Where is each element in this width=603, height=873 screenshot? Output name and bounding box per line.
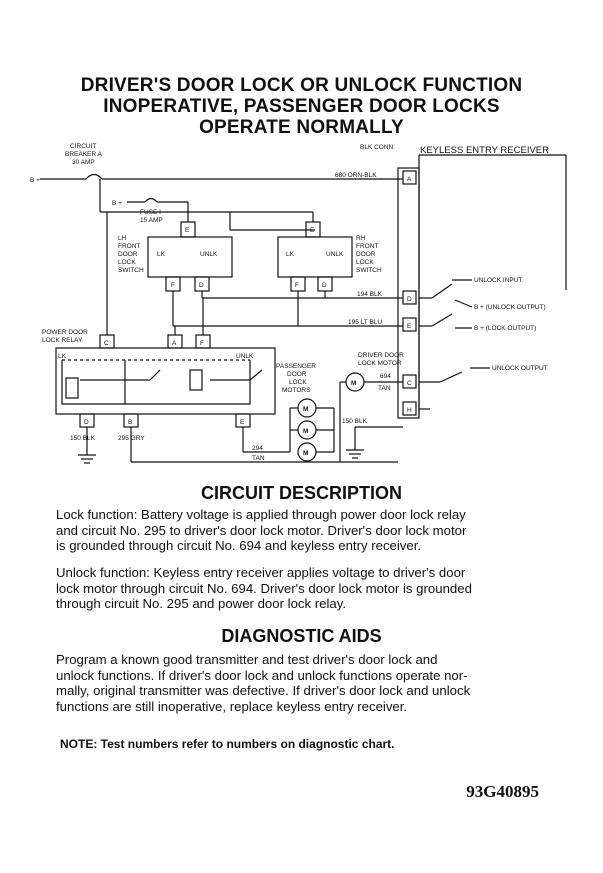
diagnostic-aids-line-3: mally, original transmitter was defectiv…: [56, 683, 471, 699]
rh-switch-label-4: LOCK: [356, 259, 374, 266]
relay-unlk-label: UNLK: [236, 353, 254, 360]
diagnostic-aids-line-2: unlock functions. If driver's door lock …: [56, 667, 468, 683]
pin-d-lh: D: [199, 282, 204, 289]
pin-f-relay: F: [200, 340, 204, 347]
lock-output-b-label: B + (LOCK OUTPUT): [474, 325, 536, 332]
unlock-function-text: Unlock function: Keyless entry receiver …: [56, 565, 534, 612]
rh-switch-label-1: RH: [356, 235, 366, 242]
diagnostic-aids-line-4: functions are still inoperative, replace…: [56, 698, 408, 714]
figure-id: 93G40895: [466, 782, 539, 801]
wire-694-tan-label: TAN: [378, 385, 391, 392]
driver-motor-m: M: [351, 380, 356, 387]
title-line-2: INOPERATIVE, PASSENGER DOOR LOCKS: [103, 96, 500, 117]
pin-c-receiver: C: [407, 380, 412, 387]
pin-c-relay: C: [104, 340, 109, 347]
wire-680-label: 680 ORN-BLK: [335, 172, 377, 179]
passenger-motor-m-2: M: [303, 428, 308, 435]
passenger-motors-label-2: DOOR: [287, 371, 307, 378]
pin-f-rh: F: [295, 282, 299, 289]
pin-e-lh: E: [185, 227, 190, 234]
pin-e-receiver: E: [407, 323, 412, 330]
pin-f-lh: F: [171, 282, 175, 289]
wire-195-label: 195 LT BLU: [348, 319, 382, 326]
rh-switch-label-3: DOOR: [356, 251, 376, 258]
wire-194-label: 194 BLK: [357, 291, 383, 298]
unlock-output-b-label: B + (UNLOCK OUTPUT): [474, 304, 546, 311]
passenger-motors-label-1: PASSENGER: [276, 363, 316, 370]
relay-label-1: POWER DOOR: [42, 329, 88, 336]
fuse-label-2: 15 AMP: [140, 217, 163, 224]
circuit-breaker-label-3: 30 AMP: [72, 159, 95, 166]
pin-d-receiver: D: [407, 296, 412, 303]
relay-lk-label: LK: [58, 353, 67, 360]
unlock-function-line-3: through circuit No. 295 and power door l…: [56, 596, 347, 612]
pin-e-relay: E: [240, 419, 245, 426]
wire-150-right-label: 150 BLK: [342, 418, 368, 425]
pin-e-rh: E: [310, 227, 315, 234]
unlock-function-line-1: Unlock function: Keyless entry receiver …: [56, 565, 466, 580]
passenger-motors-label-3: LOCK: [289, 379, 307, 386]
diagnostic-aids-line-1: Program a known good transmitter and tes…: [56, 652, 438, 667]
lh-switch-label-4: LOCK: [118, 259, 136, 266]
unlock-output-label: UNLOCK OUTPUT: [492, 365, 548, 372]
lock-function-text: Lock function: Battery voltage is applie…: [56, 507, 534, 554]
rh-unlk-label: UNLK: [326, 251, 344, 258]
lh-switch-label-1: LH: [118, 235, 127, 242]
lock-function-line-2: and circuit No. 295 to driver's door loc…: [56, 522, 467, 538]
relay-label-2: LOCK RELAY: [42, 337, 83, 344]
lh-switch-label-3: DOOR: [118, 251, 138, 258]
diagnostic-aids-heading: DIAGNOSTIC AIDS: [221, 626, 382, 646]
circuit-breaker-label-2: BREAKER A: [65, 151, 103, 158]
rh-switch-label-5: SWITCH: [356, 267, 382, 274]
circuit-breaker-label-1: CIRCUIT: [70, 143, 96, 150]
passenger-motor-m-1: M: [303, 406, 308, 413]
lh-switch-label-2: FRONT: [118, 243, 140, 250]
rh-switch-label-2: FRONT: [356, 243, 378, 250]
lh-lk-label: LK: [157, 251, 166, 258]
pin-a-relay: A: [172, 340, 177, 347]
unlock-input-label: UNLOCK INPUT: [474, 277, 522, 284]
wire-150-bottom-label: 150 BLK: [70, 435, 96, 442]
lh-unlk-label: UNLK: [200, 251, 218, 258]
diagnostic-aids-text: Program a known good transmitter and tes…: [56, 652, 534, 714]
title-line-1: DRIVER'S DOOR LOCK OR UNLOCK FUNCTION: [80, 75, 523, 96]
note-text: NOTE: Test numbers refer to numbers on d…: [60, 737, 395, 751]
passenger-motors-label-4: MOTORS: [282, 387, 311, 394]
wiring-diagram: BLK CONN KEYLESS ENTRY RECEIVER CIRCUIT …: [30, 143, 567, 464]
blk-conn-label: BLK CONN: [360, 144, 394, 151]
pin-h-receiver: H: [407, 407, 412, 414]
passenger-motor-m-3: M: [303, 450, 308, 457]
circuit-description-heading: CIRCUIT DESCRIPTION: [200, 483, 402, 503]
driver-motor-label-2: LOCK MOTOR: [358, 360, 402, 367]
wire-694-label: 694: [380, 373, 391, 380]
pin-d-relay: D: [84, 419, 89, 426]
lock-function-line-1: Lock function: Battery voltage is applie…: [56, 507, 466, 522]
title-line-3: OPERATE NORMALLY: [199, 117, 404, 138]
pin-d-rh: D: [322, 282, 327, 289]
lh-switch-label-5: SWITCH: [118, 267, 144, 274]
wire-294-label: 294: [252, 445, 263, 452]
b-plus-fuse-label: B +: [112, 200, 122, 207]
driver-motor-label-1: DRIVER DOOR: [358, 352, 404, 359]
wire-294-tan-label: TAN: [252, 455, 265, 462]
keyless-entry-receiver-label: KEYLESS ENTRY RECEIVER: [420, 145, 549, 156]
pin-b-relay: B: [128, 419, 132, 426]
b-plus-main-label: B +: [30, 177, 40, 184]
pin-a-receiver: A: [407, 176, 412, 183]
fuse-label-1: FUSE I: [140, 209, 161, 216]
lock-function-line-3: is grounded through circuit No. 694 and …: [56, 538, 422, 554]
wire-295-label: 295 GRY: [118, 435, 145, 442]
rh-lk-label: LK: [286, 251, 295, 258]
unlock-function-line-2: lock motor through circuit No. 694. Driv…: [56, 580, 472, 596]
